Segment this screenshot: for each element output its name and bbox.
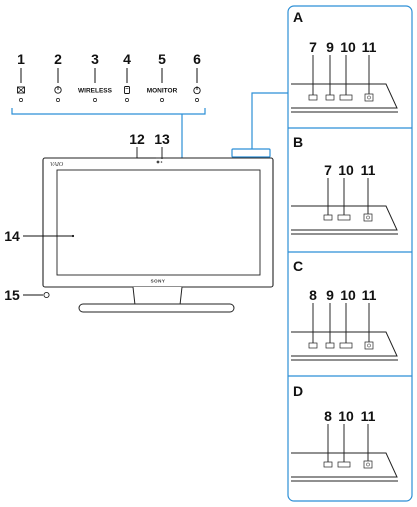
button-9 [325, 94, 335, 101]
panel-b-letter: B [293, 134, 303, 150]
indicator-lamp [19, 98, 23, 102]
drive-icon [124, 86, 130, 94]
button-11-power [364, 341, 374, 350]
button-11-power [363, 213, 373, 222]
panel-d-letter: D [293, 383, 303, 399]
button-11-power [364, 93, 374, 102]
power-icon [193, 86, 201, 95]
sensor-icon [43, 291, 50, 299]
button-10-monitor [339, 342, 353, 349]
power-standby-icon [54, 86, 62, 94]
panel-c-number-10: 10 [340, 287, 356, 303]
wireless-label: WIRELESS [78, 88, 113, 95]
panel-c-letter: C [293, 258, 303, 274]
button-11-power [363, 460, 373, 469]
panel-d: D 8 10 11 [291, 383, 398, 482]
panel-c-number-11: 11 [362, 287, 377, 303]
indicator-lamp [56, 98, 60, 102]
camera-indicator-light [160, 161, 163, 163]
panel-b-number-10: 10 [338, 162, 354, 178]
panel-a-number-11: 11 [362, 39, 377, 55]
callout-12-number: 12 [129, 131, 145, 147]
sony-logo: SONY [151, 279, 166, 284]
indicator-lamp [93, 98, 97, 102]
callout-13-number: 13 [154, 131, 170, 147]
panel-a-number-7: 7 [309, 39, 317, 55]
indicator-5-number: 5 [158, 51, 166, 67]
mute-icon [17, 86, 25, 94]
button-9 [325, 342, 335, 349]
panel-a-letter: A [293, 9, 303, 25]
panel-c: C 8 9 10 11 [291, 258, 398, 361]
camera-lens [156, 160, 160, 164]
vaio-logo: VAIO [50, 162, 64, 168]
monitor-label: MONITOR [147, 88, 178, 95]
button-7 [308, 94, 318, 101]
panel-c-number-8: 8 [309, 287, 317, 303]
panel-d-number-8: 8 [324, 408, 332, 424]
button-10-monitor [337, 214, 351, 221]
indicator-lamp [195, 98, 199, 102]
monitor-screen [56, 169, 261, 276]
monitor: VAIO SONY [42, 157, 274, 313]
monitor-stand-base [78, 303, 235, 313]
button-8 [323, 461, 333, 468]
indicator-6-number: 6 [193, 51, 201, 67]
monitor-callouts: 12 13 14 15 [4, 131, 170, 303]
button-10-monitor [339, 94, 353, 101]
callout-14-number: 14 [4, 228, 20, 244]
panel-b-number-7: 7 [324, 162, 332, 178]
indicator-2-number: 2 [54, 51, 62, 67]
callout-bracket [11, 92, 288, 169]
panel-a-number-9: 9 [326, 39, 334, 55]
detail-panel-frame [287, 5, 413, 502]
panel-b: B 7 10 11 [291, 134, 398, 235]
callout-15-number: 15 [4, 287, 20, 303]
button-8 [308, 342, 318, 349]
panel-a: A 7 9 10 11 [291, 9, 398, 113]
button-7 [323, 214, 333, 221]
panel-d-number-11: 11 [361, 408, 376, 424]
detail-panels: A 7 9 10 11 B 7 10 11 [287, 5, 413, 502]
indicator-3-number: 3 [91, 51, 99, 67]
indicator-4-number: 4 [123, 51, 131, 67]
indicator-lamp [160, 98, 164, 102]
panel-d-number-10: 10 [338, 408, 354, 424]
monitor-stand-neck [132, 286, 183, 306]
panel-b-number-11: 11 [361, 162, 376, 178]
button-10-monitor [337, 461, 351, 468]
indicator-strip: 1 2 3 4 5 6 WIRELESS MONITOR [17, 51, 201, 102]
indicator-1-number: 1 [17, 51, 25, 67]
panel-a-number-10: 10 [340, 39, 356, 55]
panel-c-number-9: 9 [326, 287, 334, 303]
indicator-lamp [125, 98, 129, 102]
